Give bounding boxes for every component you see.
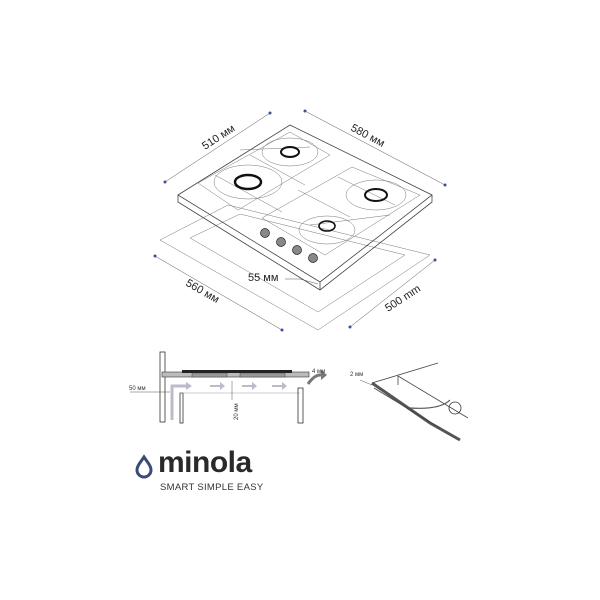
airflow-arrows — [170, 382, 287, 420]
brand-name: minola — [158, 446, 252, 479]
drop-icon — [135, 454, 153, 479]
label-height: 55 мм — [248, 272, 278, 284]
label-seal-gap: 2 мм — [350, 372, 363, 378]
label-vent-gap: 4 мм — [312, 369, 325, 375]
label-depth-top: 510 мм — [200, 123, 237, 153]
control-knobs — [260, 228, 318, 263]
brand-tagline: SMART SIMPLE EASY — [160, 482, 264, 493]
label-width-top: 580 мм — [349, 122, 387, 150]
seal-detail-diagram — [359, 362, 469, 442]
label-under-gap: 20 мм — [234, 403, 240, 420]
label-cutout-depth: 500 mm — [383, 283, 423, 315]
label-cutout-width: 560 мм — [184, 277, 222, 306]
side-view-diagram — [130, 351, 327, 424]
cutout-outline — [159, 204, 431, 331]
burners — [213, 137, 407, 245]
brand-logo: minola SMART SIMPLE EASY — [135, 446, 263, 493]
dimension-lines — [153, 109, 447, 332]
label-side-gap: 50 мм — [129, 386, 146, 392]
hob-body — [177, 124, 433, 291]
